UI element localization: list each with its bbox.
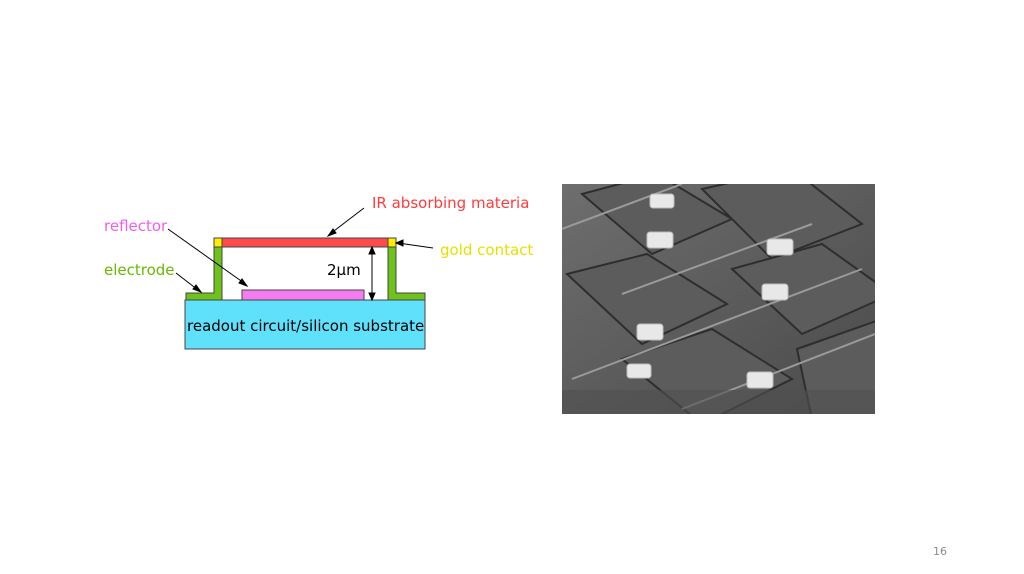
reflector-leader-line [168, 229, 244, 283]
page-number: 16 [933, 545, 947, 558]
ir-leader-line [330, 208, 364, 234]
gold-contact-label: gold contact [440, 241, 533, 259]
left-gold-contact [214, 238, 222, 247]
electrode-label: electrode [104, 261, 175, 279]
substrate-label: readout circuit/silicon substrate [187, 317, 424, 335]
ir-absorbing-layer [222, 238, 388, 247]
reflector-layer [242, 290, 364, 300]
gap-dimension-label: 2μm [327, 261, 361, 279]
sem-micrograph-image [562, 184, 875, 414]
right-gold-contact [388, 238, 396, 247]
ir-absorbing-label: IR absorbing materia [372, 194, 529, 212]
gap-dimension-arrow [369, 247, 375, 300]
reflector-label: reflector [104, 217, 167, 235]
